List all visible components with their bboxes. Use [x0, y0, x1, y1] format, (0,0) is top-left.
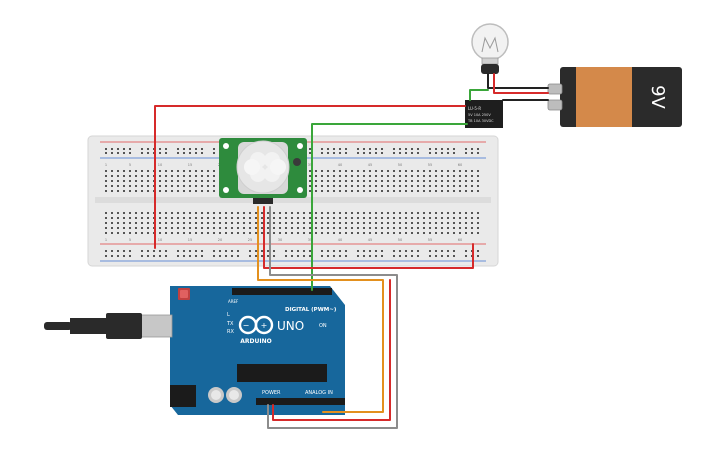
relay-label-line-2: 5V 10A 250V	[468, 113, 491, 117]
relay-label-line-1: LU-5-R	[468, 106, 481, 111]
svg-text:−: −	[243, 321, 250, 330]
breadboard-column-number: 10	[158, 238, 162, 242]
wire-red-rail[interactable]	[263, 206, 474, 269]
breadboard-column-number: 45	[368, 238, 372, 242]
svg-text:+: +	[261, 321, 268, 330]
wire-black-bulb[interactable]	[487, 73, 549, 89]
wires	[154, 73, 549, 429]
breadboard-column-number: 55	[428, 163, 432, 167]
breadboard-column-number: 40	[338, 238, 342, 242]
breadboard-column-number: 55	[428, 238, 432, 242]
wire-gray[interactable]	[267, 206, 398, 429]
breadboard-column-number: 10	[158, 163, 162, 167]
relay-label-line-3: TB 10A 30VDC	[467, 119, 494, 123]
wire-green-relay-signal[interactable]	[469, 89, 489, 101]
battery-voltage-label: 9V	[647, 85, 668, 109]
breadboard-column-number: 5	[129, 163, 131, 167]
wire-green-signal[interactable]	[311, 123, 468, 291]
arduino-logo-text: ARDUINO	[240, 338, 271, 345]
breadboard-column-number: 1	[105, 163, 107, 167]
arduino-model-text: UNO	[277, 319, 304, 333]
wire-red-relay[interactable]	[154, 105, 466, 249]
breadboard-column-number: 50	[398, 238, 402, 242]
breadboard-column-number: 50	[398, 163, 402, 167]
arduino-rx-label: RX	[227, 329, 234, 335]
wire-red-bulb[interactable]	[493, 73, 549, 94]
breadboard-column-number: 35	[308, 163, 312, 167]
breadboard-column-number: 25	[248, 238, 252, 242]
arduino-digital-label: DIGITAL (PWM~)	[285, 307, 337, 313]
breadboard-column-number: 15	[188, 163, 192, 167]
arduino-on-label: ON	[319, 323, 327, 329]
breadboard-column-number: 60	[458, 163, 462, 167]
breadboard-column-number: 20	[218, 238, 222, 242]
breadboard-column-number: 40	[338, 163, 342, 167]
wire-orange[interactable]	[257, 206, 384, 413]
breadboard-column-number: 60	[458, 238, 462, 242]
wire-red-5v[interactable]	[272, 279, 391, 421]
arduino-logo: − +	[238, 315, 274, 335]
breadboard-column-number: 15	[188, 238, 192, 242]
arduino-l-label: L	[227, 312, 230, 318]
breadboard-column-number: 1	[105, 238, 107, 242]
breadboard-column-number: 35	[308, 238, 312, 242]
arduino-aref-label: AREF	[228, 299, 239, 304]
arduino-tx-label: TX	[226, 321, 234, 327]
breadboard-column-number: 30	[278, 238, 282, 242]
pir-sensor[interactable]	[219, 138, 307, 204]
breadboard-column-number: 5	[129, 238, 131, 242]
relay-module[interactable]: LU-5-R 5V 10A 250V TB 10A 30VDC	[465, 100, 503, 128]
light-bulb[interactable]	[471, 23, 509, 74]
battery-9v[interactable]: 9V	[547, 67, 682, 127]
arduino-power-label: POWER	[262, 390, 281, 396]
arduino-analog-label: ANALOG IN	[305, 390, 333, 396]
arduino-uno[interactable]: DIGITAL (PWM~) L TX RX ON AREF − + ARDUI…	[44, 286, 345, 415]
breadboard-column-number: 45	[368, 163, 372, 167]
